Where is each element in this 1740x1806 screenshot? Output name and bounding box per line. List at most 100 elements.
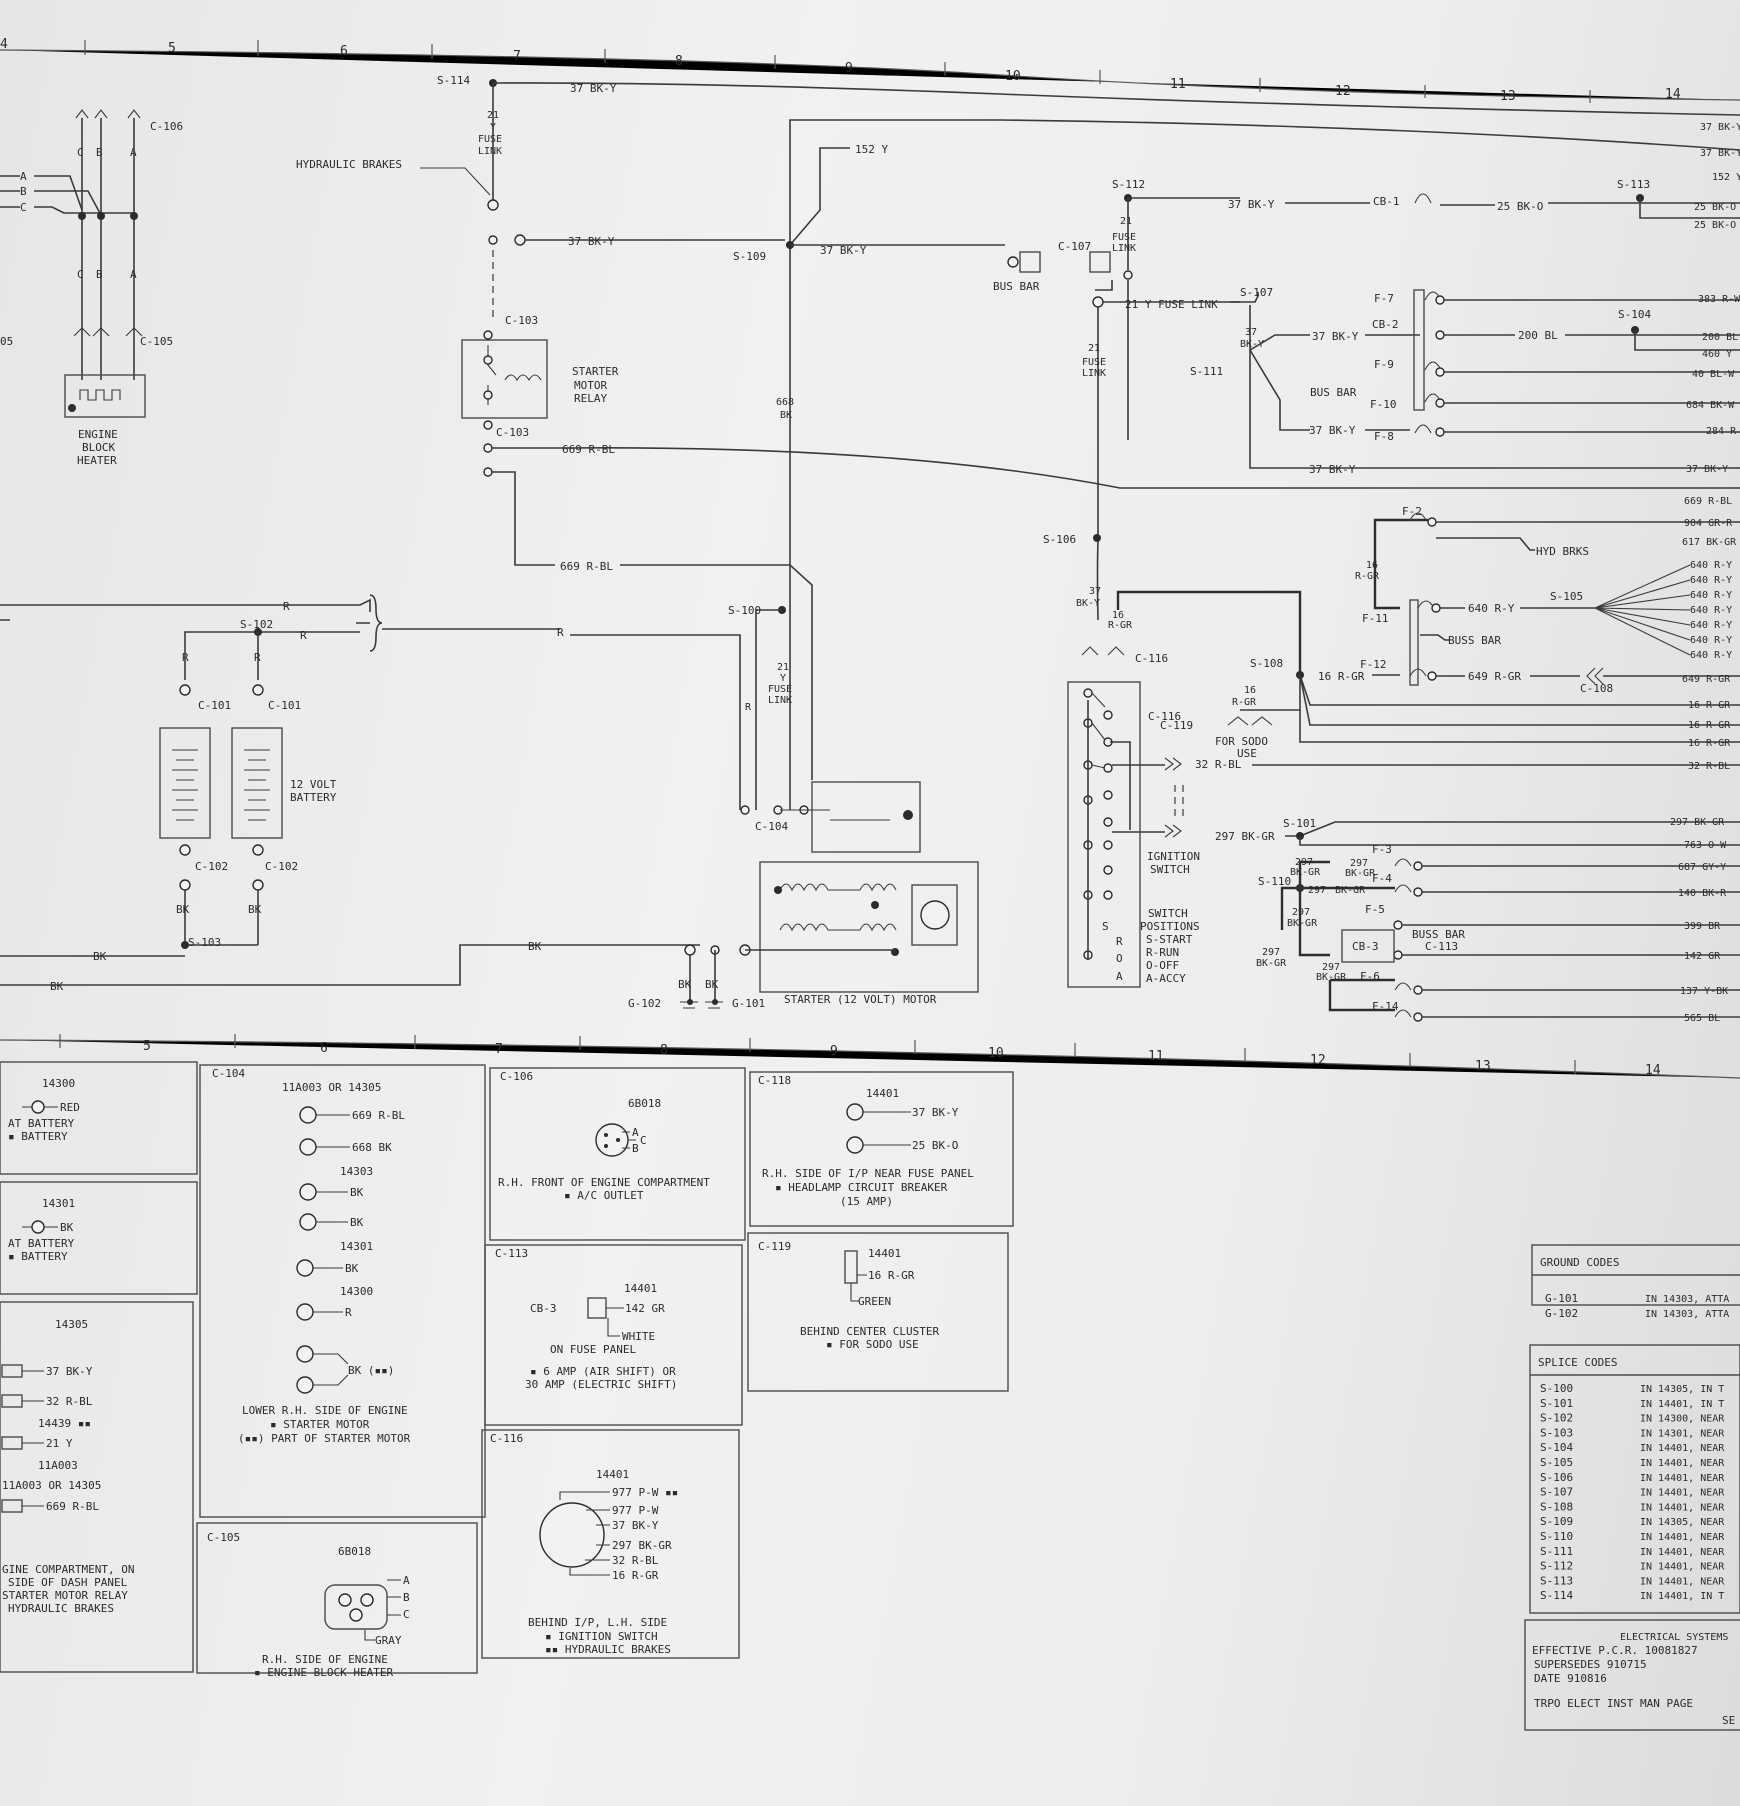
col-label: 10 <box>988 1046 1004 1061</box>
relay-label: MOTOR <box>574 379 607 392</box>
edge-wire-label: 37 BK-Y <box>1700 122 1740 133</box>
location-text: ▪ STARTER MOTOR <box>270 1418 370 1431</box>
location-text: R.H. SIDE OF ENGINE <box>262 1653 388 1666</box>
location-text: GINE COMPARTMENT, ON <box>2 1563 134 1576</box>
location-text: (▪▪) PART OF STARTER MOTOR <box>238 1432 411 1445</box>
wire-16: R-GR <box>1232 697 1257 708</box>
right-wire-labels: 37 BK-Y 37 BK-Y 152 Y 25 BK-O 25 BK-O 38… <box>1670 122 1740 1024</box>
location-text: R.H. FRONT OF ENGINE COMPARTMENT <box>498 1176 710 1189</box>
title-block-date: DATE 910816 <box>1534 1672 1607 1685</box>
wire-37: 37 <box>1089 586 1101 597</box>
wire-16: 16 <box>1366 560 1378 571</box>
edge-wire-label: 200 BL <box>1702 332 1738 343</box>
edge-wire-label: 37 BK-Y <box>1686 464 1728 475</box>
edge-wire-label: 383 R-W <box>1698 294 1740 305</box>
splice-code: S-111 <box>1540 1545 1573 1558</box>
wire-16: R-GR <box>1108 620 1133 631</box>
edge-wire-label: 37 BK-Y <box>1700 148 1740 159</box>
wire-37bky: 37 BK-Y <box>570 82 617 95</box>
cb-label: CB-2 <box>1372 318 1399 331</box>
bus-bar-label: BUS BAR <box>1310 386 1357 399</box>
location-text: AT BATTERY <box>8 1237 75 1250</box>
wire-label: 21 Y <box>46 1437 73 1450</box>
wire-label: 669 R-BL <box>46 1500 99 1513</box>
fuse-label: F-3 <box>1372 843 1392 856</box>
edge-wire-label: 16 R-GR <box>1688 700 1731 711</box>
c113-label: C-113 <box>1425 940 1458 953</box>
fuse-panel-circuit: C-107 BUS BAR S-112 37 BK-Y CB-1 25 BK-O… <box>993 178 1740 1022</box>
wire-label: WHITE <box>622 1330 655 1343</box>
part-number: 14401 <box>624 1282 657 1295</box>
part-number: 14439 ▪▪ <box>38 1417 91 1430</box>
splice-code: S-107 <box>1540 1486 1573 1499</box>
wire-37bky: 37 BK-Y <box>820 244 867 257</box>
fuse-label: F-4 <box>1372 872 1392 885</box>
wire-bk: BK <box>248 903 262 916</box>
col-label: 6 <box>340 44 348 59</box>
splice-code: S-100 <box>1540 1382 1573 1395</box>
wire-297: 297 <box>1322 962 1340 973</box>
title-block: ELECTRICAL SYSTEMS EFFECTIVE P.C.R. 1008… <box>1524 1619 1740 1731</box>
edge-wire-label: 640 R-Y <box>1690 650 1732 661</box>
fuse-label: F-8 <box>1374 430 1394 443</box>
wire-669: 669 R-BL <box>562 443 615 456</box>
wire-668: 668 <box>776 397 794 408</box>
g102-label: G-102 <box>628 997 661 1010</box>
title-block-manual: TRPO ELECT INST MAN PAGE <box>1534 1697 1693 1710</box>
wire-label: BK <box>350 1186 364 1199</box>
wire-label: BK <box>60 1221 74 1234</box>
pin-c2: C <box>77 268 84 281</box>
s108-label: S-108 <box>1250 657 1283 670</box>
location-text: LOWER R.H. SIDE OF ENGINE <box>242 1404 408 1417</box>
pin-label: C <box>403 1608 410 1621</box>
wire-label: 669 R-BL <box>352 1109 405 1122</box>
heater-label: BLOCK <box>82 441 115 454</box>
c101-label: C-101 <box>268 699 301 712</box>
fuse-link-label: 21 <box>1120 216 1132 227</box>
buss-bar-label: BUSS BAR <box>1448 634 1501 647</box>
s113-label: S-113 <box>1617 178 1650 191</box>
splice-code-desc: IN 14401, NEAR <box>1640 1502 1725 1513</box>
location-text: HYDRAULIC BRAKES <box>8 1602 114 1615</box>
buss-bar <box>1409 599 1419 686</box>
wire-16: R-GR <box>1355 571 1380 582</box>
relay-label: STARTER <box>572 365 619 378</box>
edge-wire-label: 16 R-GR <box>1688 738 1731 749</box>
wire-label: 25 BK-O <box>912 1139 958 1152</box>
c116-label: C-116 <box>1148 710 1181 723</box>
wire-bk: BK <box>705 978 719 991</box>
col-label: 9 <box>830 1044 838 1059</box>
connector-title: C-105 <box>207 1531 240 1544</box>
title-block-effective: EFFECTIVE P.C.R. 10081827 <box>1532 1644 1698 1657</box>
connector-panel-14305: 14305 37 BK-Y 32 R-BL 14439 ▪▪ 21 Y 11A0… <box>0 1301 194 1673</box>
s112-label: S-112 <box>1112 178 1145 191</box>
pin-label: C <box>640 1134 647 1147</box>
splice-codes-title: SPLICE CODES <box>1538 1356 1617 1369</box>
battery-label: BATTERY <box>290 791 337 804</box>
col-label: 8 <box>660 1043 668 1058</box>
edge-wire-label: 460 Y <box>1702 349 1732 360</box>
edge-wire-label: 32 R-BL <box>1688 761 1730 772</box>
switch-position: O <box>1116 952 1123 965</box>
wire-668: BK <box>780 410 792 421</box>
battery-icon <box>159 727 211 839</box>
location-text: ▪ BATTERY <box>8 1130 68 1143</box>
wire-297: BK-GR <box>1290 867 1321 878</box>
connector-panel-14300: 14300 RED AT BATTERY ▪ BATTERY <box>0 1061 198 1175</box>
splice-code-desc: IN 14401, NEAR <box>1640 1443 1725 1454</box>
title-block-se: SE <box>1722 1714 1735 1727</box>
splice-code-desc: IN 14300, NEAR <box>1640 1414 1725 1425</box>
fuse-link-label: LINK <box>478 146 502 157</box>
battery-label: 12 VOLT <box>290 778 337 791</box>
wire-label: BK <box>345 1262 359 1275</box>
engine-block-heater-circuit: C-106 C B A A B C C B A C-105 05 ENGINE … <box>0 109 183 467</box>
bottom-column-ruler: 5 6 7 8 9 10 11 12 13 14 <box>0 1034 1740 1079</box>
wire-297: 297 <box>1350 858 1368 869</box>
part-number: 14401 <box>866 1087 899 1100</box>
splice-code-desc: IN 14401, NEAR <box>1640 1532 1725 1543</box>
wire-bk: BK <box>93 950 107 963</box>
fuse-link-label: FUSE <box>1082 357 1106 368</box>
pin-b2: B <box>96 268 103 281</box>
edge-wire-label: 284 R <box>1706 426 1737 437</box>
